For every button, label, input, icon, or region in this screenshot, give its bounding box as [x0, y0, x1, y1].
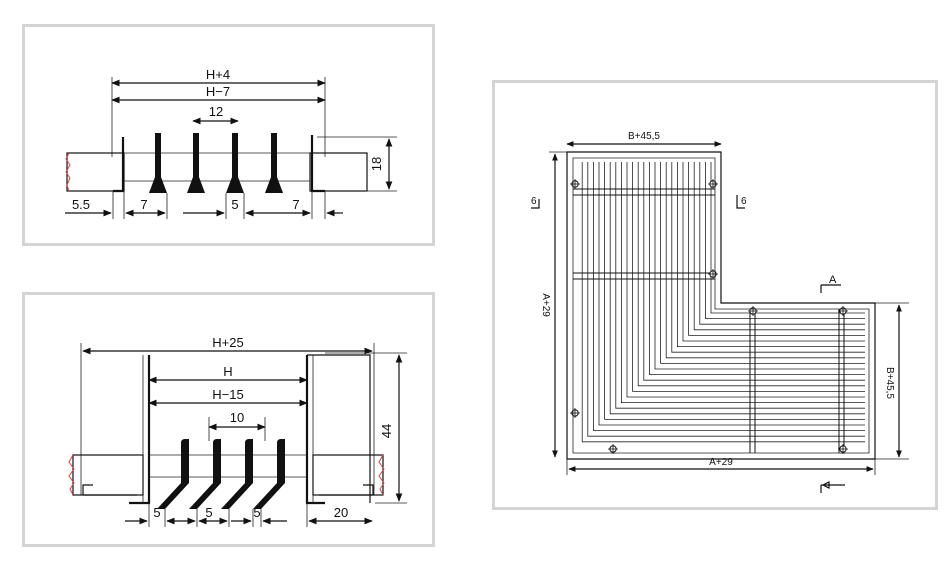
break-mark-right: [378, 454, 385, 496]
screw-crosshair: [608, 444, 618, 454]
dim-top-width-label: B+45,5: [628, 131, 660, 142]
right-wall: [305, 355, 325, 505]
grille-blade: [677, 162, 865, 347]
screw-crosshair: [570, 408, 580, 418]
grille-blade: [626, 162, 865, 398]
grille-blade: [604, 162, 865, 420]
blade-1: [157, 439, 189, 509]
screw-crosshair: [708, 269, 718, 279]
dim-blade-1-label: 5: [153, 505, 160, 520]
dim-blade-3-label: 5: [253, 505, 260, 520]
dim-overall-label: H+4: [206, 67, 230, 82]
screw-crosshair: [708, 179, 718, 189]
detail-bottom-panel: H+25 H H−15 10: [22, 292, 435, 547]
grille-blade: [637, 162, 865, 387]
grille-blade: [621, 162, 865, 403]
plan-view-panel: B+45,5 A+29 B+45,5 A+29 6 6 A: [492, 80, 938, 510]
left-channel: [82, 484, 137, 496]
grille-blade: [598, 162, 865, 426]
grille-blade: [682, 162, 865, 342]
section-a-label: A: [829, 274, 837, 286]
screw-crosshair: [748, 306, 758, 316]
dim-blade-label: 5: [231, 197, 238, 212]
screw-crosshair: [570, 179, 580, 189]
grille-blade: [710, 162, 865, 314]
screw-crosshair: [838, 444, 848, 454]
blade-1: [149, 133, 167, 193]
outer-frame-outline: [566, 151, 876, 460]
dim-left-height-label: A+29: [540, 293, 551, 317]
detail-top-panel: H+4 H−7 12 18: [22, 24, 435, 246]
blade-4: [265, 133, 283, 193]
blade-2: [189, 439, 221, 509]
dim-h-label: H: [223, 364, 232, 379]
grille-blade: [632, 162, 865, 392]
dim-frame-label: 20: [334, 505, 348, 520]
grille-blade: [705, 162, 865, 319]
dim-pitch-label: 12: [209, 104, 223, 119]
left-wall: [129, 355, 151, 505]
grille-blade: [660, 162, 865, 364]
right-frame-lip: [310, 135, 325, 193]
break-mark-left: [68, 454, 75, 496]
break-mark-left: [65, 152, 71, 192]
dim-height-label: 44: [379, 424, 394, 438]
dim-inner-label: H−7: [206, 84, 230, 99]
blade-4: [253, 439, 285, 509]
section-left-label: 6: [531, 196, 537, 207]
dim-bottom-width-label: A+29: [709, 457, 733, 468]
dim-blade-2-label: 5: [205, 505, 212, 520]
blade-3: [221, 439, 253, 509]
grille-blade: [609, 162, 865, 415]
dim-gap-right-label: 7: [292, 197, 299, 212]
right-channel: [319, 484, 374, 496]
left-frame-lip: [113, 137, 125, 193]
grille-blade: [649, 162, 865, 375]
plan-view-drawing: B+45,5 A+29 B+45,5 A+29 6 6 A: [531, 131, 909, 493]
grille-blade: [643, 162, 865, 381]
right-frame-profile: [309, 152, 368, 192]
detail-bottom-drawing: H+25 H H−15 10: [68, 335, 407, 527]
dim-pitch-label: 10: [230, 410, 244, 425]
dim-gap-left-label: 7: [140, 197, 147, 212]
grille-blade: [593, 162, 865, 431]
section-a-return-arrow: [821, 481, 830, 489]
dim-height-label: 18: [369, 157, 384, 171]
grille-blade: [688, 162, 865, 336]
section-right-arrow: [736, 195, 745, 209]
grille-blade: [671, 162, 865, 353]
blade-3: [226, 133, 244, 193]
inner-frame-outline: [572, 157, 870, 454]
dim-right-height-label: B+45,5: [884, 367, 895, 399]
section-right-label: 6: [741, 196, 747, 207]
left-frame-profile: [66, 152, 125, 192]
section-left-arrow: [531, 199, 540, 209]
dim-overall-label: H+25: [212, 335, 243, 350]
dim-inner-label: H−15: [212, 387, 243, 402]
grille-blade: [615, 162, 865, 409]
grille-blade: [581, 162, 865, 443]
grille-blade: [693, 162, 865, 331]
grille-blade: [699, 162, 865, 325]
screw-crosshair: [838, 306, 848, 316]
grille-blades: [570, 162, 865, 454]
right-flange: [307, 354, 371, 503]
section-a-return-marker: [820, 484, 845, 493]
grille-blade: [587, 162, 865, 437]
dim-left-frame-label: 5.5: [72, 197, 90, 212]
detail-top-drawing: H+4 H−7 12 18: [65, 67, 397, 219]
blade-2: [187, 133, 205, 193]
grille-blade: [654, 162, 865, 370]
grille-blade: [665, 162, 865, 359]
section-a-marker: [820, 284, 841, 293]
